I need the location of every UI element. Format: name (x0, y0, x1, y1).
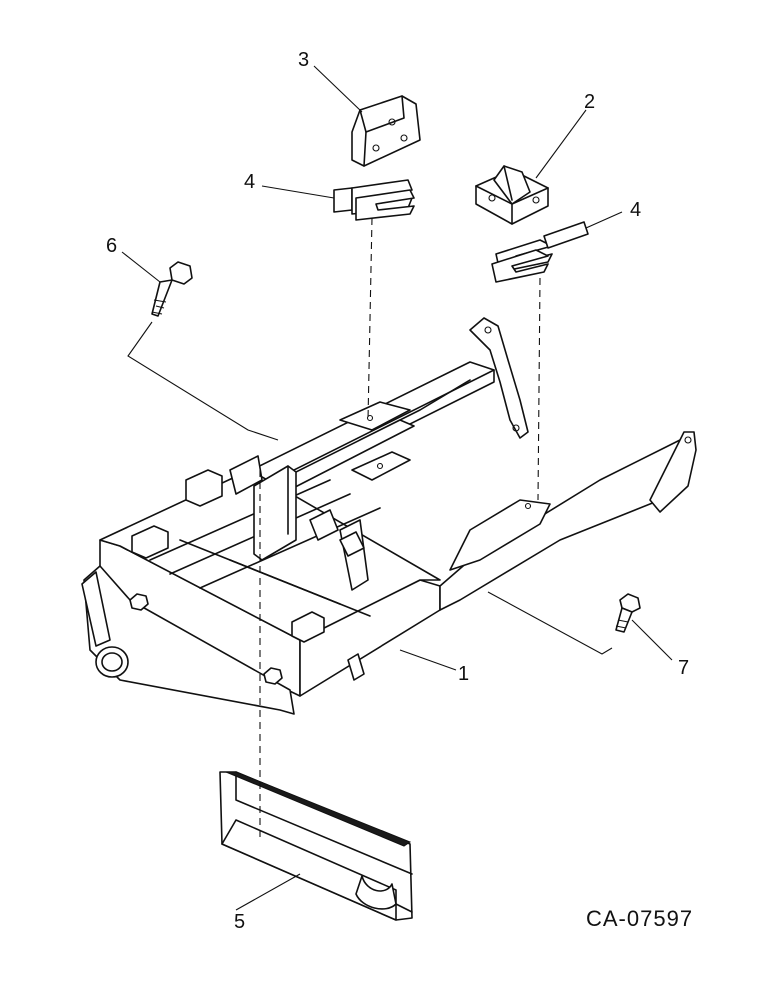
shims-part-4-right (491, 221, 589, 283)
shims-part-4-left (333, 179, 415, 221)
bracket-plate-part-3 (351, 95, 421, 167)
bolt-part-7 (615, 593, 641, 633)
main-frame-part-1 (81, 317, 697, 715)
mounting-bracket-part-2 (475, 165, 549, 225)
drawing-id: CA-07597 (586, 906, 693, 931)
bolt-part-6 (151, 261, 193, 317)
callout-2: 2 (584, 91, 595, 113)
leader-lines (121, 65, 673, 911)
callout-6: 6 (106, 235, 117, 257)
callout-1: 1 (458, 663, 469, 685)
lower-shield-part-5 (219, 771, 413, 921)
callout-3: 3 (298, 49, 309, 71)
callout-5: 5 (234, 911, 245, 933)
callout-4-right: 4 (630, 199, 641, 221)
callout-4-left: 4 (244, 171, 255, 193)
callout-7: 7 (678, 657, 689, 679)
